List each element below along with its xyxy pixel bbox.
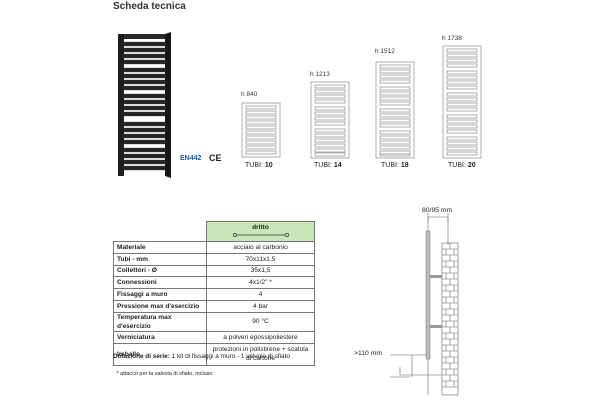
radiator-outline-10 bbox=[241, 102, 281, 158]
spec-label: Collettori - Ø bbox=[113, 264, 207, 278]
straight-connection-icon bbox=[232, 233, 289, 237]
variant-height-label: h 1512 bbox=[375, 48, 395, 55]
variant-tubi-value: 14 bbox=[333, 162, 342, 169]
spec-value: 90 °C bbox=[206, 311, 315, 332]
spec-label: Pressione max d'esercizio bbox=[113, 299, 207, 313]
standard-equipment-label: Dotazione di serie: bbox=[113, 353, 170, 360]
variant-tubi-value: 20 bbox=[467, 162, 476, 169]
spec-label: Materiale bbox=[113, 241, 207, 254]
standard-equipment-note: Dotazione di serie: 1 kit di fissaggi a … bbox=[113, 353, 290, 360]
radiator-product-image bbox=[118, 32, 171, 178]
spec-label: Tubi - mm bbox=[113, 252, 207, 266]
spec-table-header-row: dritto bbox=[114, 221, 315, 242]
spec-label: Connessioni bbox=[113, 276, 207, 290]
en442-text: EN442 bbox=[180, 155, 202, 162]
spec-footnote: * attacco per la valvola di sfiato, incl… bbox=[113, 364, 315, 381]
variant-tubi-label: TUBI: 10 bbox=[245, 162, 273, 169]
variant-tubi-label: TUBI: 18 bbox=[381, 162, 409, 169]
bottom-dimension-label: >110 mm bbox=[354, 350, 383, 357]
spec-value: 70x11x1,5 bbox=[206, 252, 315, 266]
spec-value: 35x1,5 bbox=[206, 264, 315, 278]
en442-certification-logo: EN442 bbox=[180, 155, 201, 162]
spec-value: a polveri epossipoliestere bbox=[206, 330, 315, 344]
spec-value: protezioni in polistirene + scatola di c… bbox=[206, 342, 315, 366]
top-dimension-label: 80/95 mm bbox=[422, 207, 453, 214]
spec-label: Verniciatura bbox=[113, 330, 207, 344]
column-header-label: dritto bbox=[252, 224, 269, 231]
spec-table-column-header: dritto bbox=[206, 221, 315, 242]
variant-height-label: h 840 bbox=[241, 91, 258, 98]
spec-value: 4 bar bbox=[206, 299, 315, 313]
spec-value: 4 bbox=[206, 288, 315, 301]
variant-tubi-label: TUBI: 20 bbox=[448, 162, 476, 169]
variant-tubi-label: TUBI: 14 bbox=[314, 162, 342, 169]
spec-label: Fissaggi a muro bbox=[113, 288, 207, 301]
spec-footnote-row: * attacco per la valvola di sfiato, incl… bbox=[113, 364, 315, 381]
variant-height-label: h 1738 bbox=[442, 35, 462, 42]
variant-tubi-value: 10 bbox=[264, 162, 273, 169]
variant-height-label: h 1213 bbox=[310, 71, 330, 78]
spec-value: acciaio al carbonio bbox=[206, 241, 315, 254]
spec-label: Temperatura max d'esercizio bbox=[113, 311, 207, 332]
ce-mark: CE bbox=[209, 153, 222, 163]
variant-tubi-value: 18 bbox=[400, 162, 409, 169]
radiator-outline-14 bbox=[310, 81, 350, 159]
page-title: Scheda tecnica bbox=[113, 1, 186, 12]
standard-equipment-text: 1 kit di fissaggi a muro - 1 valvola di … bbox=[171, 353, 290, 360]
radiator-outline-18 bbox=[375, 61, 415, 159]
spec-table-corner bbox=[114, 222, 207, 242]
wall-mounting-diagram bbox=[390, 213, 459, 396]
spec-value: 4x1/2" * bbox=[206, 276, 315, 290]
radiator-outline-20 bbox=[442, 45, 482, 159]
